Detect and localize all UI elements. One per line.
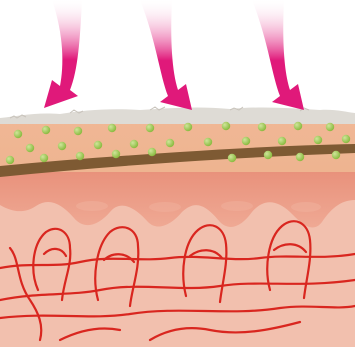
- curved-arrow-icon: [140, 0, 192, 110]
- green-particle: [146, 124, 154, 132]
- green-particle: [294, 122, 302, 130]
- green-particle: [40, 154, 48, 162]
- green-particle: [42, 126, 50, 134]
- green-particle: [326, 123, 334, 131]
- green-particle: [6, 156, 14, 164]
- green-particle: [94, 141, 102, 149]
- green-particle: [296, 153, 304, 161]
- green-particle: [222, 122, 230, 130]
- green-particle: [74, 127, 82, 135]
- green-particle: [148, 148, 156, 156]
- penetration-arrows: [44, 0, 304, 110]
- green-particle: [314, 136, 322, 144]
- green-particle: [130, 140, 138, 148]
- green-particle: [228, 154, 236, 162]
- green-particle: [332, 151, 340, 159]
- green-particle: [264, 151, 272, 159]
- curved-arrow-icon: [252, 0, 304, 110]
- green-particle: [112, 150, 120, 158]
- curved-arrow-icon: [44, 0, 82, 108]
- green-particle: [242, 137, 250, 145]
- green-particle: [342, 135, 350, 143]
- green-particle: [76, 152, 84, 160]
- green-particle: [278, 137, 286, 145]
- green-particle: [204, 138, 212, 146]
- green-particle: [26, 144, 34, 152]
- green-particle: [14, 130, 22, 138]
- green-particle: [58, 142, 66, 150]
- green-particle: [108, 124, 116, 132]
- green-particle: [258, 123, 266, 131]
- green-particle: [184, 123, 192, 131]
- green-particle: [166, 139, 174, 147]
